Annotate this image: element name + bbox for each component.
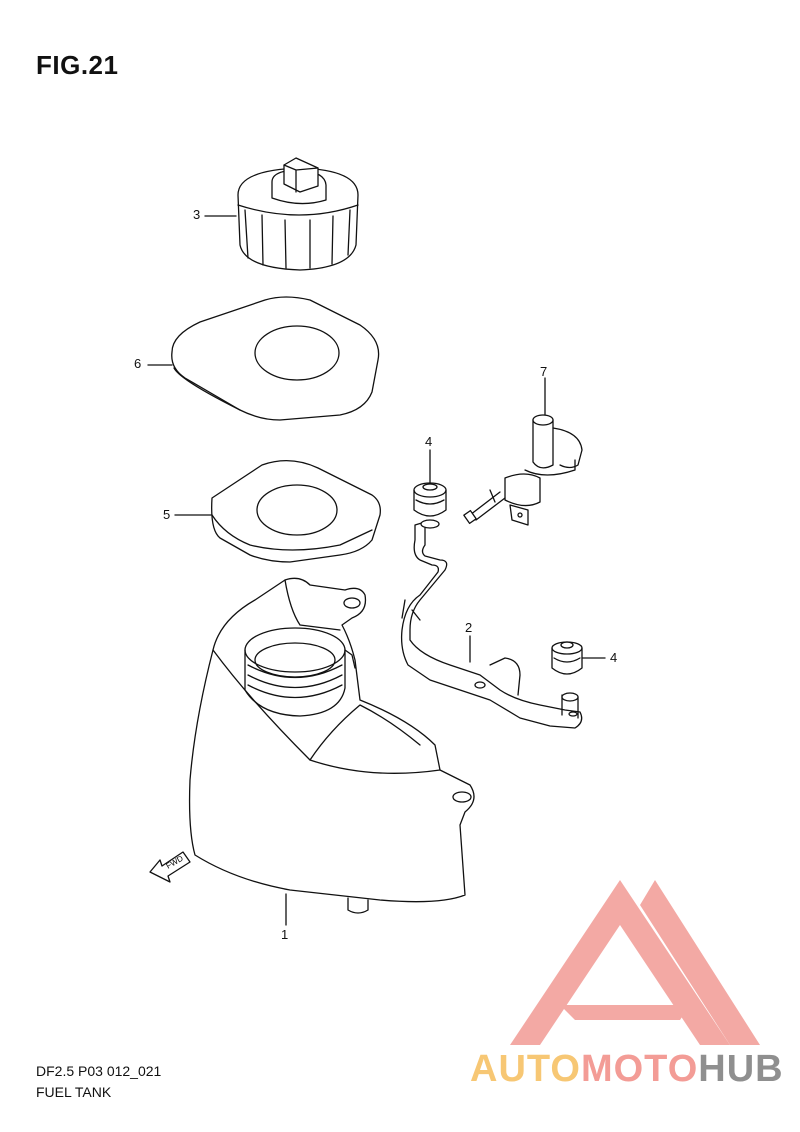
diagram-name: FUEL TANK	[36, 1084, 112, 1100]
callout-5: 5	[163, 507, 171, 522]
callout-6: 6	[134, 356, 142, 371]
callout-4-upper: 4	[425, 434, 433, 449]
watermark-text-auto: AUTO	[470, 1048, 581, 1090]
watermark-text-hub: HUB	[698, 1048, 784, 1090]
seal-part-5	[211, 460, 381, 563]
callout-4-lower: 4	[610, 650, 618, 665]
fwd-arrow-icon	[149, 851, 191, 883]
callout-3: 3	[193, 207, 201, 222]
watermark-text: AUTOMOTOHUB	[470, 1048, 784, 1091]
grommet-part-4-lower	[551, 641, 583, 675]
grommet-part-4-upper	[413, 482, 447, 517]
diagram-code: DF2.5 P03 012_021	[36, 1063, 162, 1079]
watermark-text-moto: MOTO	[580, 1048, 699, 1090]
callout-2: 2	[465, 620, 473, 635]
fuel-valve-part-7	[463, 414, 583, 526]
bracket-part-2	[400, 519, 583, 729]
watermark-logo	[510, 880, 760, 1045]
figure-title: FIG.21	[36, 50, 119, 80]
gasket-plate-part-6	[171, 296, 380, 421]
callout-7: 7	[540, 364, 548, 379]
callout-1: 1	[281, 927, 289, 942]
fuel-tank-part-1	[188, 577, 475, 914]
fuel-cap-part-3	[237, 157, 359, 271]
